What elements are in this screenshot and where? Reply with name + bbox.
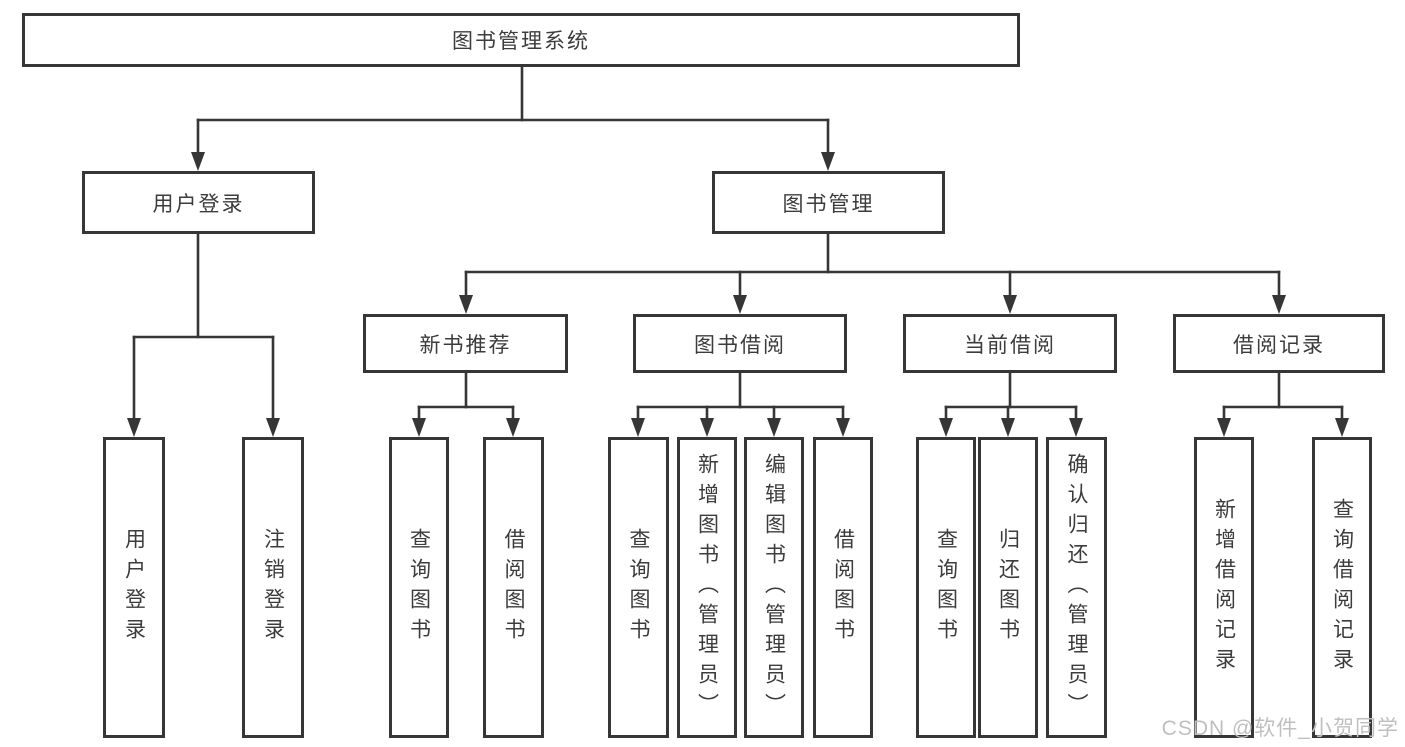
node-label: 确认归还（管理员） [1065,452,1089,723]
node-user-login: 用户登录 [82,171,315,234]
leaf-query-borrow-record: 查询借阅记录 [1312,437,1372,738]
node-new-book-recommend: 新书推荐 [363,314,568,373]
node-book-management: 图书管理 [712,171,945,234]
node-label: 查询图书 [934,527,958,648]
node-label: 用户登录 [122,527,146,648]
node-label: 查询图书 [627,527,651,648]
leaf-borrow-books: 借阅图书 [813,437,873,738]
leaf-edit-books-admin: 编辑图书（管理员） [744,437,804,738]
node-borrow-records: 借阅记录 [1173,314,1385,373]
node-label: 借阅图书 [831,527,855,648]
node-label: 新增图书（管理员） [695,452,719,723]
leaf-query-books-recommend: 查询图书 [389,437,449,738]
leaf-query-books-current: 查询图书 [916,437,976,738]
node-book-borrow: 图书借阅 [633,314,847,373]
node-current-borrow: 当前借阅 [903,314,1117,373]
leaf-add-books-admin: 新增图书（管理员） [677,437,737,738]
node-label: 注销登录 [261,527,285,648]
csdn-watermark: CSDN @软件_小贺同学 [1161,717,1399,740]
leaf-user-login: 用户登录 [103,437,165,738]
node-label: 查询图书 [407,527,431,648]
leaf-query-books-borrow: 查询图书 [608,437,669,738]
leaf-add-borrow-record: 新增借阅记录 [1194,437,1254,738]
leaf-confirm-return-admin: 确认归还（管理员） [1046,437,1107,738]
node-library-management-system: 图书管理系统 [22,13,1020,67]
node-label: 编辑图书（管理员） [762,452,786,723]
leaf-logout: 注销登录 [242,437,304,738]
node-label: 新增借阅记录 [1212,497,1236,678]
node-label: 借阅图书 [502,527,526,648]
leaf-borrow-books-recommend: 借阅图书 [483,437,544,738]
node-label: 查询借阅记录 [1330,497,1354,678]
leaf-return-books: 归还图书 [978,437,1038,738]
node-label: 归还图书 [996,527,1020,648]
